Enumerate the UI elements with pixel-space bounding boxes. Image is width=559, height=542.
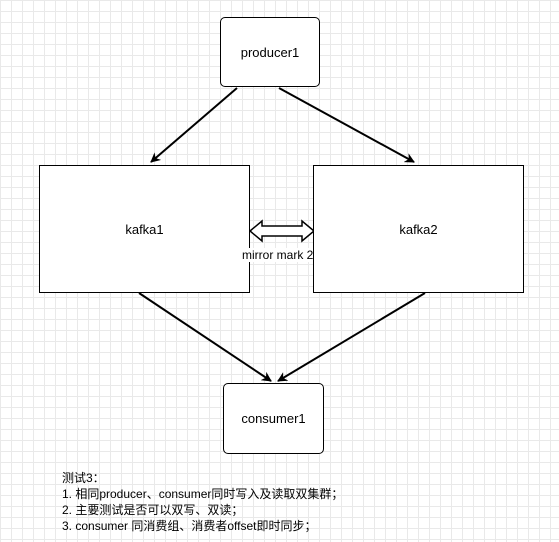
- producer-node[interactable]: producer1: [220, 17, 320, 87]
- mirror-double-arrow: [248, 219, 316, 243]
- kafka2-label: kafka2: [399, 221, 438, 237]
- edge-kafka1-to-consumer: [138, 292, 272, 382]
- edge-producer-to-kafka2: [278, 87, 415, 163]
- note-line-2: 2. 主要测试是否可以双写、双读；: [62, 503, 244, 517]
- kafka1-node[interactable]: kafka1: [39, 165, 250, 293]
- edge-producer-to-kafka1: [150, 87, 238, 163]
- note-line-1: 1. 相同producer、consumer同时写入及读取双集群；: [62, 487, 344, 501]
- mirror-edge-label: mirror mark 2: [242, 248, 314, 262]
- producer-label: producer1: [240, 44, 300, 60]
- notes-title: 测试3：: [62, 471, 105, 485]
- kafka1-label: kafka1: [125, 221, 164, 237]
- edge-kafka2-to-consumer: [277, 292, 426, 382]
- consumer-node[interactable]: consumer1: [223, 383, 324, 454]
- notes-block: 测试3： 1. 相同producer、consumer同时写入及读取双集群； 2…: [62, 470, 343, 534]
- note-line-3: 3. consumer 同消费组、消费者offset即时同步；: [62, 519, 317, 533]
- kafka2-node[interactable]: kafka2: [313, 165, 524, 293]
- consumer-label: consumer1: [241, 411, 306, 426]
